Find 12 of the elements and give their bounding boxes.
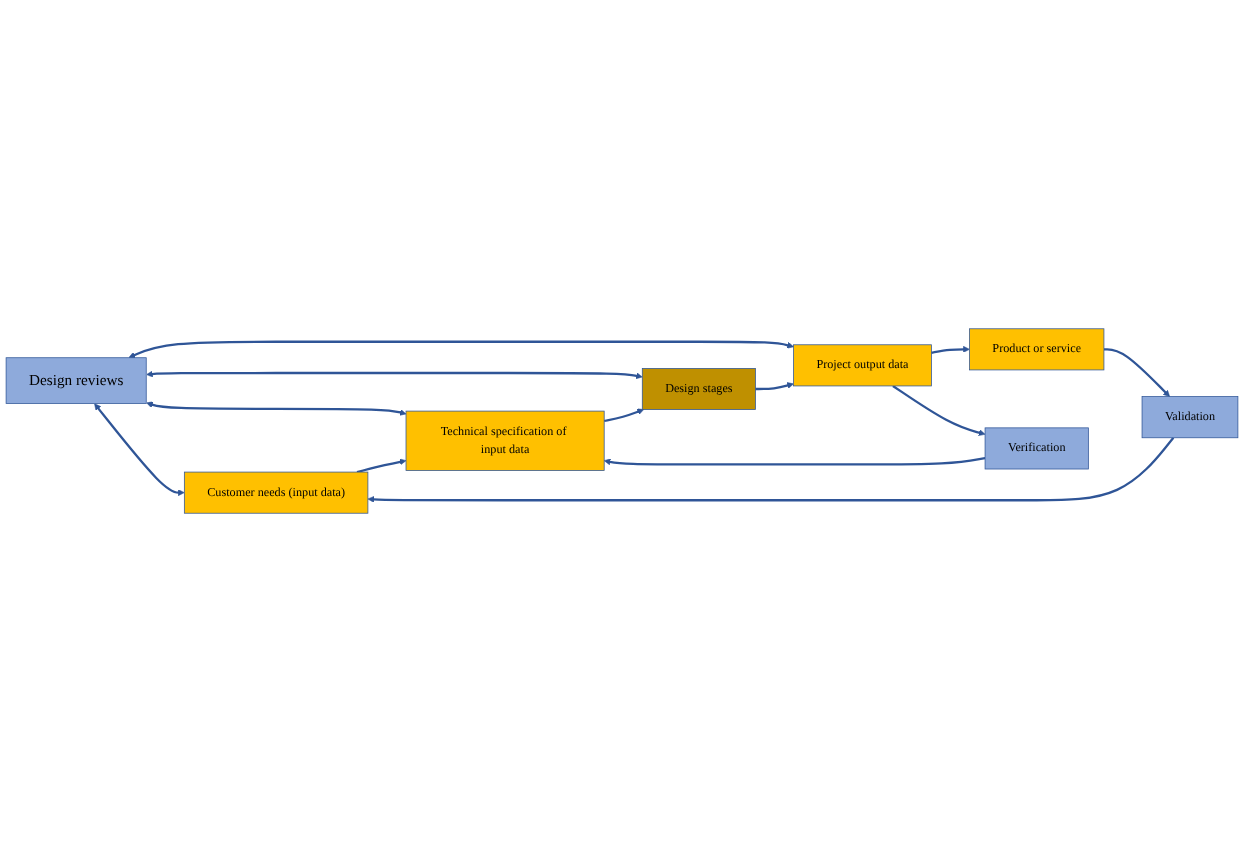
arrow bbox=[603, 408, 644, 423]
arrow bbox=[603, 456, 986, 466]
arrow bbox=[367, 437, 1175, 503]
arrow bbox=[1103, 348, 1170, 397]
arrow bbox=[755, 382, 794, 391]
arrow bbox=[892, 385, 986, 436]
arrow bbox=[94, 403, 185, 496]
arrow bbox=[931, 346, 970, 354]
arrow bbox=[146, 401, 407, 416]
arrow bbox=[128, 340, 794, 359]
arrow bbox=[356, 458, 407, 474]
arrow bbox=[146, 370, 643, 380]
